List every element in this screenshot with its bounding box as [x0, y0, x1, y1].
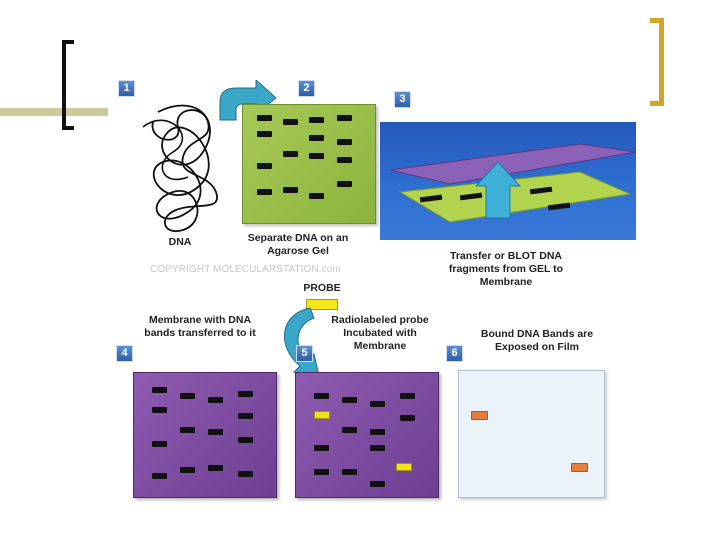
membrane-band [314, 393, 329, 399]
exposed-film [458, 370, 605, 498]
membrane-band [370, 481, 385, 487]
gel-band [309, 135, 324, 141]
gel-band [337, 115, 352, 121]
step-2-badge: 2 [298, 80, 315, 97]
membrane-band [370, 429, 385, 435]
membrane-band [370, 445, 385, 451]
step-4-badge: 4 [116, 345, 133, 362]
membrane-band [400, 415, 415, 421]
membrane-band [152, 473, 167, 479]
membrane-band [180, 427, 195, 433]
membrane-band [342, 427, 357, 433]
membrane-band [152, 387, 167, 393]
membrane-band [208, 429, 223, 435]
accent-line [0, 108, 108, 116]
membrane-band [342, 469, 357, 475]
step-6-badge: 6 [446, 345, 463, 362]
gel-band [309, 153, 324, 159]
exposed-band [571, 463, 588, 472]
gel-band [257, 163, 272, 169]
membrane-band [208, 397, 223, 403]
membrane-band [314, 445, 329, 451]
step-3-badge: 3 [394, 91, 411, 108]
gel-band [337, 157, 352, 163]
membrane-band [152, 441, 167, 447]
gel-band [337, 139, 352, 145]
step-5-caption: Radiolabeled probe Incubated with Membra… [318, 314, 442, 353]
step-6-caption: Bound DNA Bands are Exposed on Film [472, 328, 602, 354]
step-5-badge: 5 [296, 345, 313, 362]
membrane-band [314, 469, 329, 475]
blot-panel [380, 122, 636, 240]
membrane-band [370, 401, 385, 407]
membrane-band [400, 393, 415, 399]
copyright-notice: COPYRIGHT MOLECULARSTATION.com [150, 264, 341, 275]
gel-band [257, 131, 272, 137]
probe-bound-band [314, 411, 330, 419]
membrane-band [208, 465, 223, 471]
gel-band [337, 181, 352, 187]
step-2-caption: Separate DNA on an Agarose Gel [228, 232, 368, 258]
step-3-caption: Transfer or BLOT DNA fragments from GEL … [432, 250, 580, 289]
gel-band [309, 193, 324, 199]
gel-band [257, 115, 272, 121]
right-bracket [650, 18, 664, 106]
membrane-band [238, 391, 253, 397]
left-bracket [62, 40, 74, 130]
probe-bound-band [396, 463, 412, 471]
membrane-band [238, 413, 253, 419]
agarose-gel [242, 104, 376, 224]
membrane-band [342, 397, 357, 403]
membrane-band [238, 437, 253, 443]
membrane-with-bands [133, 372, 277, 498]
probe-label: PROBE [300, 282, 344, 295]
membrane-band [180, 467, 195, 473]
membrane-band [152, 407, 167, 413]
gel-band [309, 117, 324, 123]
gel-band [283, 119, 298, 125]
membrane-band [238, 471, 253, 477]
blot-illustration [380, 122, 636, 240]
membrane-band [180, 393, 195, 399]
probed-membrane [295, 372, 439, 498]
gel-band [283, 151, 298, 157]
step-4-caption: Membrane with DNA bands transferred to i… [140, 314, 260, 340]
gel-band [257, 189, 272, 195]
step-1-caption: DNA [150, 236, 210, 249]
gel-band [283, 187, 298, 193]
exposed-band [471, 411, 488, 420]
